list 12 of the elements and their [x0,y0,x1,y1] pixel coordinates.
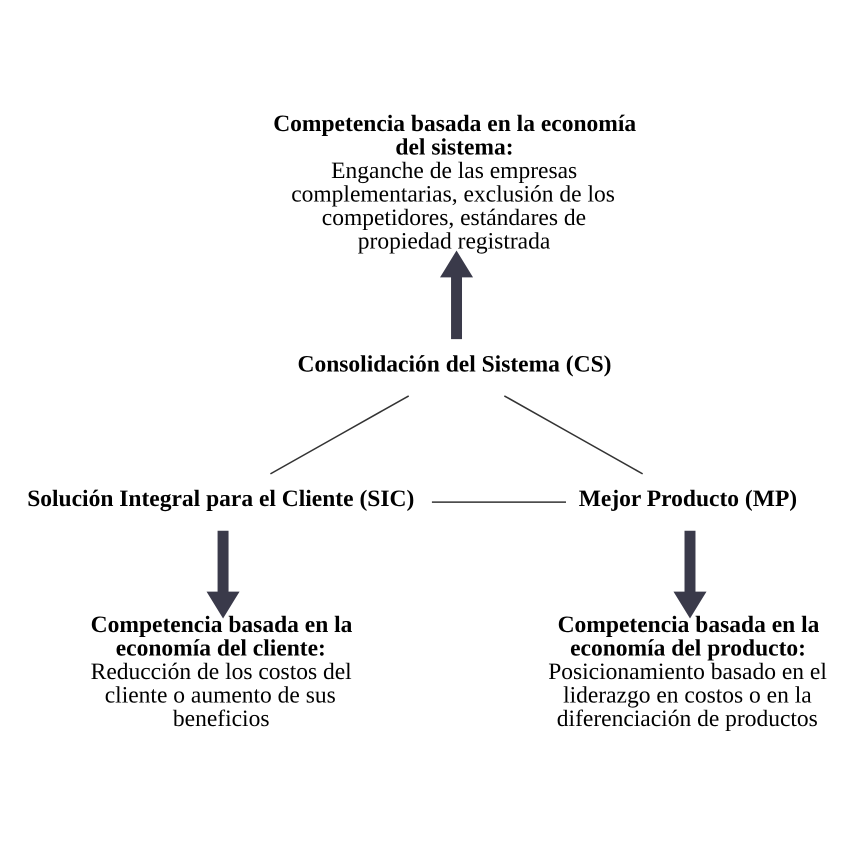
connector [432,500,566,502]
arrow [673,530,707,618]
arrow [440,250,474,339]
node-text: Competencia basada en la economía del producto: Posicionamiento basado en el liderazgo en costos o en la diferenciación de productos [548,612,827,732]
node-text: Consolidación del Sistema (CS) [297,350,612,377]
connector [270,394,410,474]
connector [504,394,644,474]
arrow [206,530,240,618]
node-text: Solución Integral para el Cliente (SIC) [27,486,414,512]
node-text: Competencia basada en la economía del cliente: Reducción de los costos del cliente o aumento de sus beneficios [90,612,352,732]
node-text: Mejor Producto (MP) [578,486,798,512]
node-text: Competencia basada en la economía del sistema: Enganche de las empresas complementarias, exclusión de los competidores, estándares de propiedad registrada [273,110,636,254]
